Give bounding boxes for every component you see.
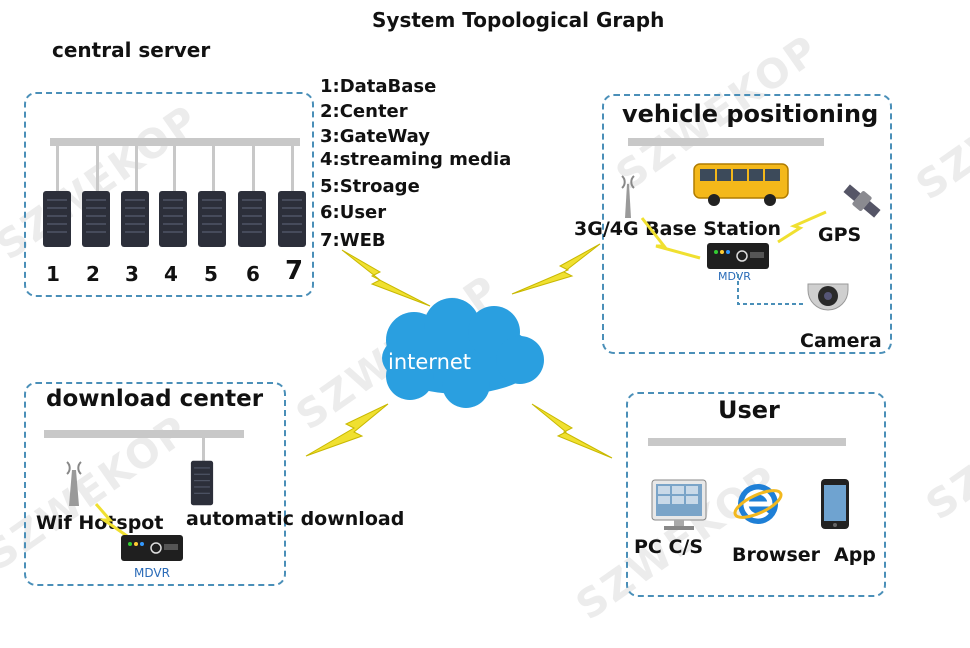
pc-monitor-icon [651,479,707,530]
base-station-label: 3G/4G Base Station [574,218,782,240]
app-label: App [834,544,876,566]
server-icon [238,191,266,247]
server-icon [278,191,306,247]
mdvr-device-icon [707,243,769,269]
gps-label: GPS [818,224,862,246]
server-number: 5 [204,262,218,286]
server-icon [121,191,149,247]
internet-label: internet [388,350,472,374]
lightning-icon [511,243,601,295]
lightning-icon [305,403,389,457]
mdvr-label: MDVR [718,270,751,283]
server-icon [190,460,214,506]
lightning-icon [531,403,613,459]
server-icon [82,191,110,247]
legend-item: 7:WEB [320,230,386,251]
vehicle-bar [628,138,824,146]
server-number: 1 [46,262,60,286]
camera-label: Camera [800,330,882,352]
central-server-box [24,92,314,297]
bus-icon [693,163,789,206]
server-number: 7 [285,256,304,286]
wifi-hotspot-label: Wif Hotspot [36,512,164,534]
server-number: 6 [246,262,260,286]
vehicle-heading: vehicle positioning [622,100,879,128]
server-icon [43,191,71,247]
user-bar [648,438,846,446]
camera-icon [807,283,849,311]
vehicle-box [602,94,892,354]
server-icon [159,191,187,247]
satellite-icon [843,184,881,218]
server-number: 2 [86,262,100,286]
legend-item: 5:Stroage [320,176,420,197]
legend-item: 3:GateWay [320,126,430,147]
legend-item: 1:DataBase [320,76,437,97]
server-number: 4 [164,262,178,286]
download-heading: download center [46,386,264,412]
legend-item: 6:User [320,202,387,223]
browser-icon [733,484,783,524]
base-station-tower-icon [621,175,635,218]
legend-item: 4:streaming media [320,149,512,170]
legend-item: 2:Center [320,101,408,122]
server-number: 3 [125,262,139,286]
mdvr-device-icon [121,535,183,561]
user-box [626,392,886,597]
wifi-hotspot-icon [66,461,82,506]
server-icon [198,191,226,247]
mdvr-label: MDVR [134,566,170,580]
automatic-download-label: automatic download [186,508,405,530]
download-bar [44,430,244,438]
page-title: System Topological Graph [372,8,665,32]
browser-label: Browser [732,544,821,566]
server-rack-bar [50,138,300,146]
lightning-icon [341,249,431,307]
user-heading: User [718,396,780,424]
central-server-heading: central server [52,38,211,62]
smartphone-icon [821,479,849,529]
pc-label: PC C/S [634,536,704,558]
download-drop [202,438,205,462]
internet-cloud-icon [382,298,544,408]
download-box [24,382,286,586]
